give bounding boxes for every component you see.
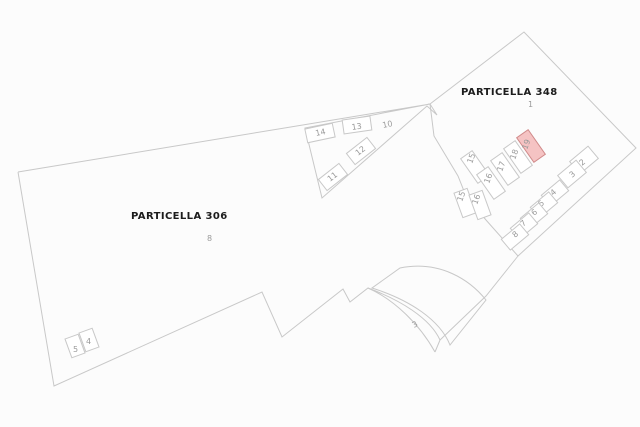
lots-group-row-15-19: 15 16 17 18 19: [459, 129, 547, 200]
lot-15-number: 15: [465, 152, 477, 165]
lot-4-bottom-number: 4: [86, 337, 91, 346]
parcel-306-title: PARTICELLA 306: [131, 211, 228, 222]
lot-3[interactable]: [556, 159, 588, 189]
lot-12[interactable]: [345, 136, 377, 166]
lot-6-number: 6: [530, 207, 540, 217]
lots-group-right-2-8: 2 3 4 5 6 7 8: [500, 145, 600, 251]
lot-4-number: 4: [549, 187, 559, 197]
lot-18[interactable]: [502, 140, 534, 174]
lot-17[interactable]: [489, 152, 521, 186]
lots-group-upper-left: 14 13 10 12 11: [304, 115, 394, 192]
lots-group-lower-15-16: 15 16: [453, 187, 492, 221]
lot-14-number: 14: [315, 127, 327, 138]
lot-10-number: 10: [382, 119, 394, 130]
lot-3-number: 3: [568, 169, 578, 179]
lot-3-outline: [370, 265, 487, 346]
lot-7-number: 7: [519, 218, 529, 228]
lot-13[interactable]: [341, 115, 373, 135]
lot-16-lower-number: 16: [470, 193, 482, 206]
lot-19-highlighted[interactable]: [515, 129, 547, 163]
lot-5-number: 5: [537, 198, 547, 208]
parcel-306-sub-number: 8: [207, 234, 212, 243]
parcel-348-title: PARTICELLA 348: [461, 87, 558, 98]
parcel-boundary-lower: [367, 255, 519, 353]
lot-11[interactable]: [317, 162, 349, 192]
lot-16-lower[interactable]: [468, 189, 492, 221]
lot-19-number: 19: [520, 138, 532, 151]
parcel-348-sub-number: 1: [528, 100, 533, 109]
lot-16-number: 16: [482, 172, 494, 185]
lot-8[interactable]: [500, 223, 530, 251]
lot-8-number: 8: [511, 229, 521, 239]
lot-17-number: 17: [495, 160, 507, 173]
parcel-348-outline: [429, 31, 637, 257]
lot-14[interactable]: [304, 122, 336, 144]
lot-18-number: 18: [508, 148, 520, 161]
lot-16[interactable]: [475, 166, 507, 200]
lots-group-bottom-4-5: 5 4: [64, 327, 100, 359]
lot-5-bottom-number: 5: [73, 345, 78, 354]
lot-15-lower-number: 15: [455, 190, 467, 203]
lot-2-number: 2: [578, 157, 588, 167]
lot-4-bottom[interactable]: [78, 327, 100, 353]
lot-5-bottom[interactable]: [64, 333, 86, 359]
lot-13-number: 13: [351, 122, 362, 132]
lot-3-number: 3: [411, 319, 420, 329]
